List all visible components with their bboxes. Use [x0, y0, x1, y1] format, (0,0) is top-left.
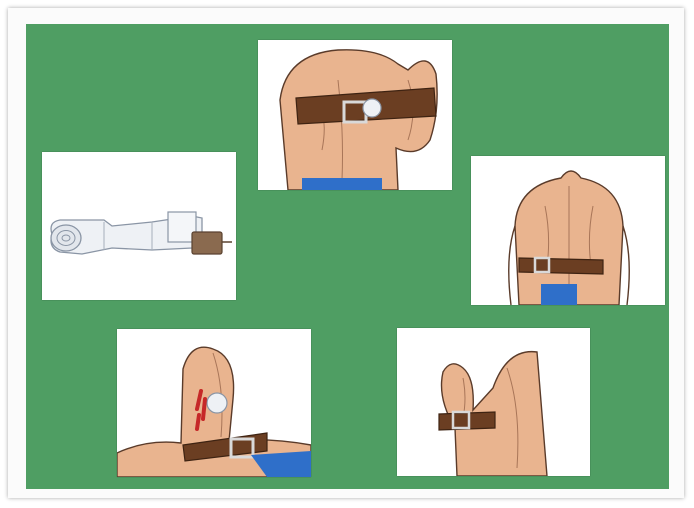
bandage-roll-icon [42, 152, 236, 300]
back-strap-icon [471, 156, 665, 305]
bicep-tourniquet-icon [397, 328, 590, 476]
panel-wound-leg [117, 329, 311, 477]
panel-back-strap [471, 156, 665, 305]
leg-wound-tourniquet-icon [117, 329, 311, 477]
panel-bandage-roll [42, 152, 236, 300]
arm-tourniquet-back-icon [258, 40, 452, 190]
panel-bicep-front [397, 328, 590, 476]
panel-upper-arm-back [258, 40, 452, 190]
